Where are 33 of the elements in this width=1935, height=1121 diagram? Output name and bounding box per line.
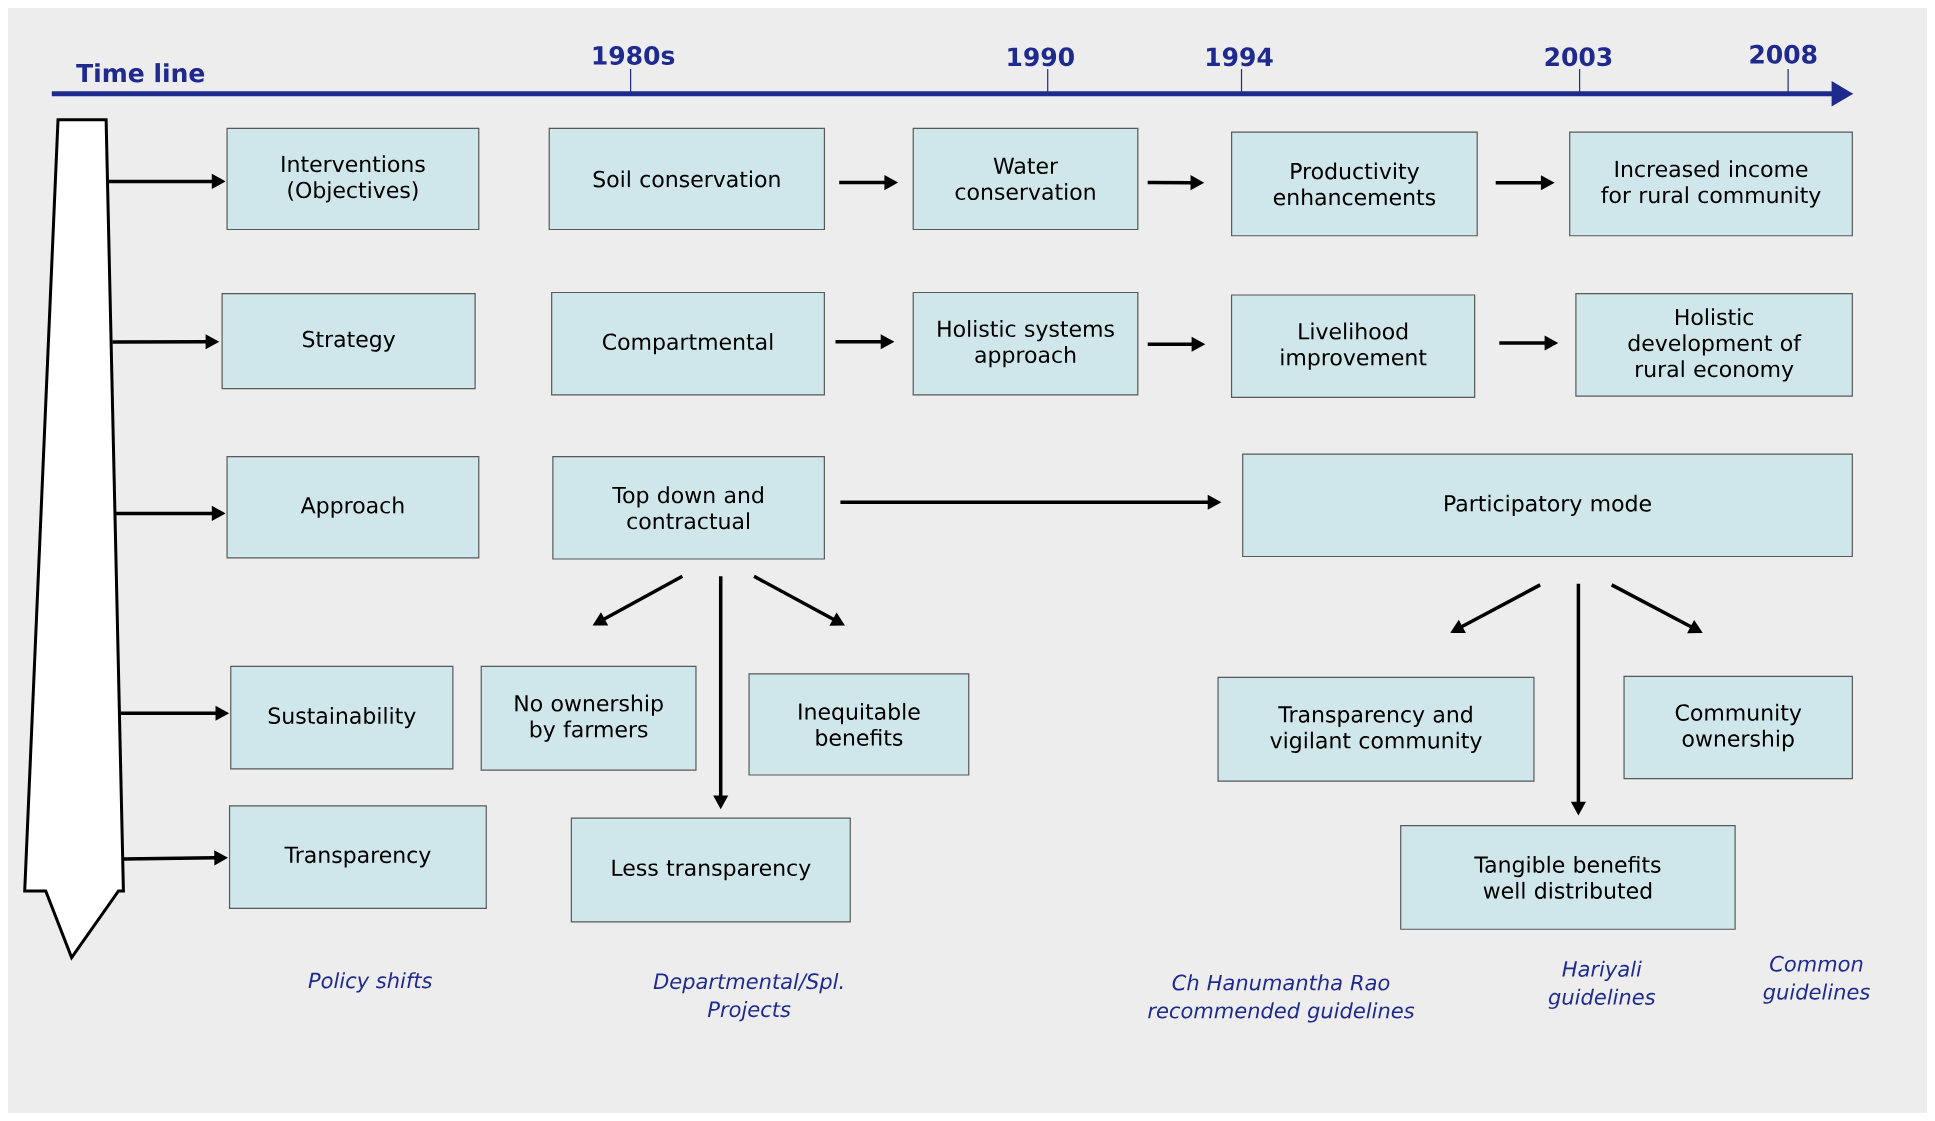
period-caption: Common guidelines: [1763, 955, 1870, 1004]
process-box: No ownership by farmers: [480, 665, 697, 771]
process-box: Livelihood improvement: [1230, 294, 1476, 398]
timeline-label: 2008: [1750, 44, 1817, 64]
process-box: Less transparency: [570, 817, 851, 923]
process-box: Holistic development of rural economy: [1575, 293, 1853, 397]
process-box: Sustainability: [230, 665, 454, 770]
process-box: Participatory mode: [1242, 453, 1853, 558]
process-box: Transparency and vigilant community: [1217, 676, 1535, 782]
process-box: Productivity enhancements: [1231, 131, 1478, 237]
process-box: Approach: [226, 456, 480, 559]
process-box: Strategy: [221, 293, 476, 390]
process-box: Holistic systems approach: [912, 291, 1139, 396]
process-box: Interventions (Objectives): [226, 127, 480, 231]
process-box: Transparency: [228, 805, 487, 909]
process-box: Community ownership: [1623, 675, 1853, 780]
process-box: Water conservation: [912, 127, 1139, 231]
timeline-label: 1980s: [593, 46, 675, 65]
period-caption: Departmental/Spl. Projects: [653, 972, 843, 1022]
period-caption: Policy shifts: [308, 972, 432, 993]
period-caption: Ch Hanumantha Rao recommended guidelines: [1148, 974, 1415, 1023]
timeline-label: 1994: [1207, 47, 1273, 67]
timeline-label: 1990: [1008, 47, 1074, 67]
process-box: Inequitable benefits: [748, 673, 970, 776]
timeline-label: Time line: [76, 63, 205, 83]
process-box: Compartmental: [551, 291, 825, 396]
timeline-label: 2003: [1545, 47, 1612, 67]
period-caption: Hariyali guidelines: [1548, 960, 1656, 1009]
process-box: Soil conservation: [548, 127, 825, 231]
process-box: Top down and contractual: [552, 456, 825, 560]
pointer-arrow: [23, 118, 125, 961]
process-box: Increased income for rural community: [1569, 131, 1853, 237]
process-box: Tangible benefits well distributed: [1400, 824, 1736, 930]
